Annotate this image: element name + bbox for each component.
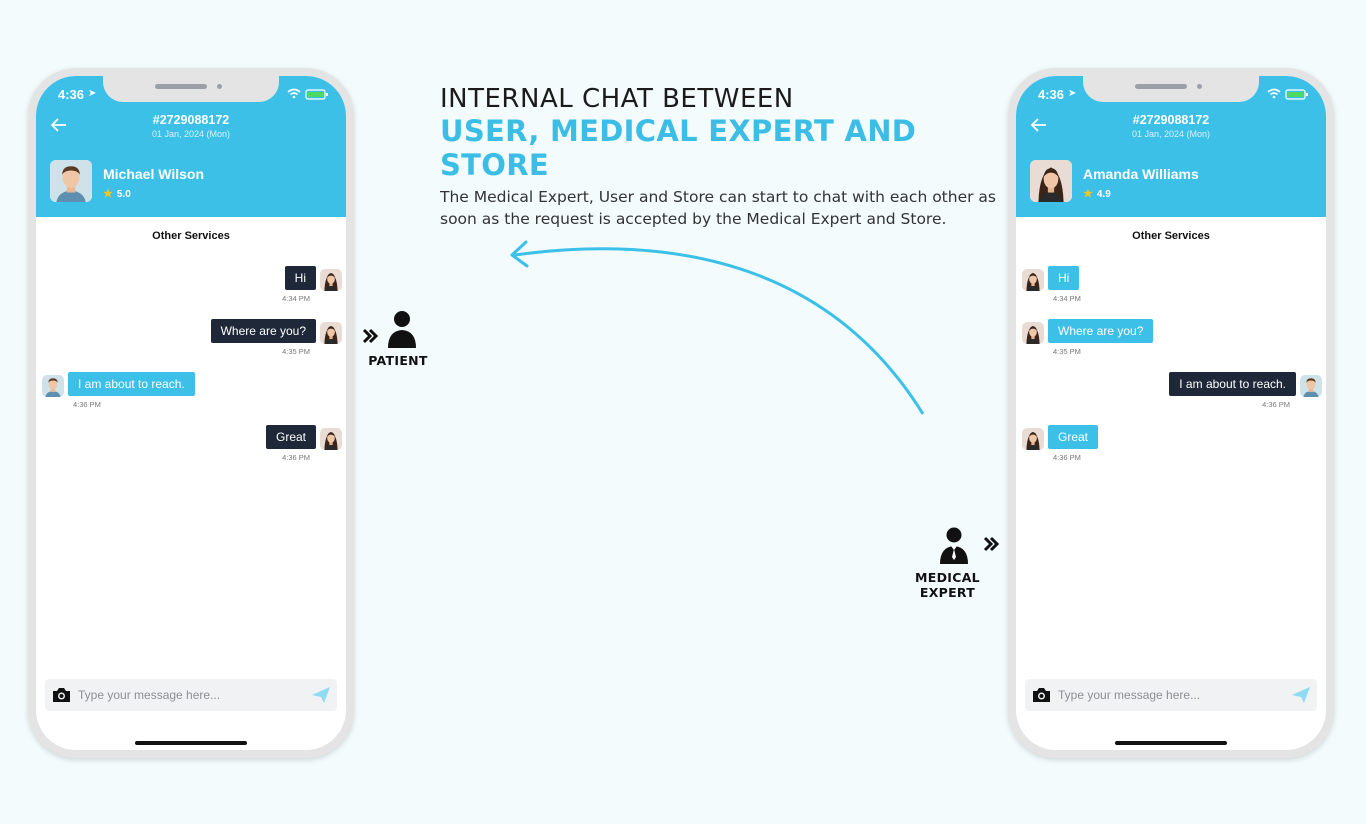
location-icon: ➤	[88, 88, 97, 99]
sender-avatar	[1022, 428, 1044, 450]
message-bubble: Great	[265, 425, 316, 449]
sender-avatar	[1022, 269, 1044, 291]
message-time: 4:36 PM	[282, 453, 310, 462]
user-name: Amanda Williams	[1083, 166, 1199, 182]
back-arrow-icon[interactable]	[50, 116, 68, 134]
medical-expert-label: MEDICAL EXPERT	[915, 570, 980, 600]
status-time: 4:36	[1038, 87, 1065, 102]
status-icons	[286, 87, 330, 105]
message-composer: Type your message here...	[1025, 679, 1317, 711]
message-time: 4:36 PM	[1262, 400, 1290, 409]
chat-screen: 4:36 ➤ #2729088172 01 Jan, 2024 (Mon) Mi…	[36, 76, 346, 750]
phone-patient: 4:36 ➤ #2729088172 01 Jan, 2024 (Mon) Mi…	[28, 68, 354, 758]
battery-icon	[1285, 89, 1306, 100]
request-id: #2729088172	[152, 113, 230, 127]
wifi-icon	[1267, 88, 1281, 93]
sender-avatar	[1022, 322, 1044, 344]
user-rating: ★5.0	[103, 187, 131, 200]
sender-avatar	[320, 269, 342, 291]
star-icon: ★	[1083, 188, 1093, 200]
headline-description: The Medical Expert, User and Store can s…	[440, 188, 996, 228]
sender-avatar	[42, 375, 64, 397]
patient-role: PATIENT	[360, 310, 436, 370]
request-date: 01 Jan, 2024 (Mon)	[1131, 129, 1211, 139]
status-icons	[1266, 87, 1310, 105]
message-bubble: I am about to reach.	[68, 372, 195, 396]
message-input[interactable]: Type your message here...	[1058, 688, 1201, 702]
battery-icon	[305, 89, 326, 100]
patient-label: PATIENT	[368, 353, 428, 368]
sender-avatar	[320, 428, 342, 450]
star-icon: ★	[103, 188, 113, 200]
sender-avatar	[1300, 375, 1322, 397]
patient-icon	[362, 311, 416, 348]
home-indicator	[1115, 741, 1227, 745]
notch	[103, 76, 279, 102]
message-bubble: Where are you?	[1048, 319, 1154, 343]
message-time: 4:34 PM	[282, 294, 310, 303]
home-indicator	[135, 741, 247, 745]
status-time: 4:36	[58, 87, 85, 102]
back-arrow-icon[interactable]	[1030, 116, 1048, 134]
message-bubble: Hi	[284, 266, 316, 290]
request-id: #2729088172	[1132, 113, 1210, 127]
message-bubble: I am about to reach.	[1169, 372, 1296, 396]
location-icon: ➤	[1068, 88, 1077, 99]
user-rating: ★4.9	[1083, 187, 1111, 200]
user-name: Michael Wilson	[103, 166, 205, 182]
camera-icon[interactable]	[1032, 687, 1051, 703]
section-title: Other Services	[152, 230, 230, 242]
headline-block: INTERNAL CHAT BETWEEN USER, MEDICAL EXPE…	[440, 84, 1000, 230]
message-time: 4:36 PM	[73, 400, 101, 409]
send-icon[interactable]	[1291, 686, 1311, 704]
rating-value: 5.0	[116, 189, 131, 200]
message-time: 4:35 PM	[282, 347, 310, 356]
headline-line1: INTERNAL CHAT BETWEEN	[440, 84, 794, 114]
message-composer: Type your message here...	[45, 679, 337, 711]
chat-screen: 4:36 ➤ #2729088172 01 Jan, 2024 (Mon) Am…	[1016, 76, 1326, 750]
medical-expert-icon	[940, 527, 1000, 564]
user-avatar	[1030, 160, 1072, 202]
message-bubble: Where are you?	[210, 319, 316, 343]
message-time: 4:35 PM	[1053, 347, 1081, 356]
message-input[interactable]: Type your message here...	[78, 688, 221, 702]
request-date: 01 Jan, 2024 (Mon)	[151, 129, 231, 139]
sender-avatar	[320, 322, 342, 344]
headline-line2: USER, MEDICAL EXPERT AND STORE	[440, 114, 917, 182]
camera-icon[interactable]	[52, 687, 71, 703]
wifi-icon	[287, 88, 301, 93]
send-icon[interactable]	[311, 686, 331, 704]
section-title: Other Services	[1132, 230, 1210, 242]
notch	[1083, 76, 1259, 102]
rating-value: 4.9	[1096, 189, 1111, 200]
message-time: 4:34 PM	[1053, 294, 1081, 303]
message-time: 4:36 PM	[1053, 453, 1081, 462]
medical-expert-role: MEDICAL EXPERT	[890, 526, 1005, 600]
user-avatar	[50, 160, 92, 202]
phone-medical-expert: 4:36 ➤ #2729088172 01 Jan, 2024 (Mon) Am…	[1008, 68, 1334, 758]
message-bubble: Hi	[1048, 266, 1080, 290]
message-bubble: Great	[1048, 425, 1099, 449]
